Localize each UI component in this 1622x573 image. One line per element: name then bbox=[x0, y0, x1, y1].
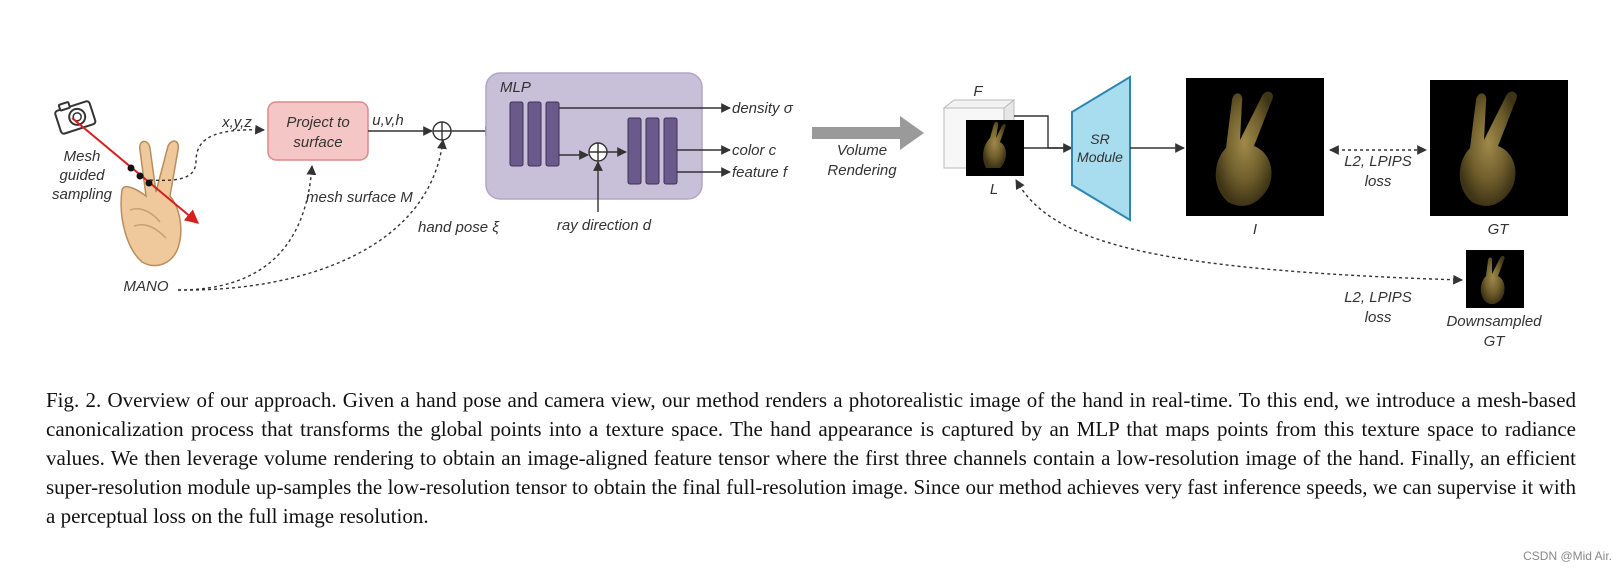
downsampled-label-1: Downsampled bbox=[1446, 313, 1542, 330]
volume-rendering-arrow bbox=[812, 116, 924, 150]
sample-point bbox=[136, 172, 144, 180]
low-res-label: L bbox=[990, 181, 998, 198]
hand-pose-label: hand pose ξ bbox=[418, 219, 500, 236]
loss-connector-bottom bbox=[1015, 179, 1463, 285]
mlp-layer bbox=[527, 101, 542, 167]
mlp-layer bbox=[663, 117, 678, 185]
mlp-layer bbox=[627, 117, 642, 185]
ray-direction-label: ray direction d bbox=[557, 217, 652, 234]
mesh-sampling-label-1: Mesh bbox=[64, 148, 101, 165]
density-label: density σ bbox=[732, 100, 794, 117]
downsampled-gt-image bbox=[1466, 250, 1524, 308]
color-label: color c bbox=[732, 142, 777, 159]
gt-image-label: GT bbox=[1488, 221, 1511, 238]
concat-operator-icon bbox=[588, 142, 608, 162]
gt-image bbox=[1430, 80, 1568, 216]
mesh-surface-label: mesh surface M bbox=[306, 189, 413, 206]
xyz-connector bbox=[149, 124, 265, 182]
loss-bottom-label-2: loss bbox=[1365, 309, 1392, 326]
mesh-surface-connector bbox=[177, 165, 317, 291]
project-to-surface-box bbox=[267, 101, 369, 161]
camera-ray bbox=[71, 117, 200, 224]
xyz-label: x,y,z bbox=[221, 114, 252, 131]
camera-icon bbox=[54, 100, 97, 135]
sample-point bbox=[127, 164, 135, 172]
feature-tensor-label: F bbox=[973, 83, 983, 100]
hand-pose-connector bbox=[177, 139, 447, 291]
sr-module-label-2: Module bbox=[1077, 149, 1123, 165]
feature-label: feature f bbox=[732, 164, 789, 181]
mano-hand-icon bbox=[120, 140, 182, 267]
overview-figure: Mesh guided sampling MANO x,y,z Project … bbox=[52, 72, 1568, 350]
figure-caption: Fig. 2. Overview of our approach. Given … bbox=[46, 386, 1576, 531]
output-image bbox=[1186, 78, 1324, 216]
mlp-layer bbox=[645, 117, 660, 185]
feature-tensor-stack bbox=[942, 98, 1024, 176]
project-box-line-2: surface bbox=[293, 134, 342, 151]
caption-text: Overview of our approach. Given a hand p… bbox=[46, 388, 1577, 528]
mano-label: MANO bbox=[124, 278, 169, 295]
volume-rendering-label-2: Rendering bbox=[827, 162, 897, 179]
sample-point bbox=[145, 179, 153, 187]
uvh-label: u,v,h bbox=[372, 112, 403, 129]
output-image-label: I bbox=[1253, 221, 1257, 238]
sr-module-label-1: SR bbox=[1090, 131, 1109, 147]
mlp-layer bbox=[545, 101, 560, 167]
loss-top-label-2: loss bbox=[1365, 173, 1392, 190]
mesh-sampling-label-2: guided bbox=[59, 167, 105, 184]
figure-label: Fig. 2. bbox=[46, 388, 102, 412]
loss-top-label-1: L2, LPIPS bbox=[1344, 153, 1412, 170]
loss-bottom-label-1: L2, LPIPS bbox=[1344, 289, 1412, 306]
mesh-sampling-label-3: sampling bbox=[52, 186, 113, 203]
mlp-layer bbox=[509, 101, 524, 167]
watermark: CSDN @Mid Air. bbox=[1523, 549, 1612, 563]
volume-rendering-label-1: Volume bbox=[837, 142, 887, 159]
mlp-label: MLP bbox=[500, 79, 531, 96]
concat-operator-icon bbox=[432, 121, 452, 141]
downsampled-label-2: GT bbox=[1484, 333, 1507, 350]
project-box-line-1: Project to bbox=[286, 114, 349, 131]
